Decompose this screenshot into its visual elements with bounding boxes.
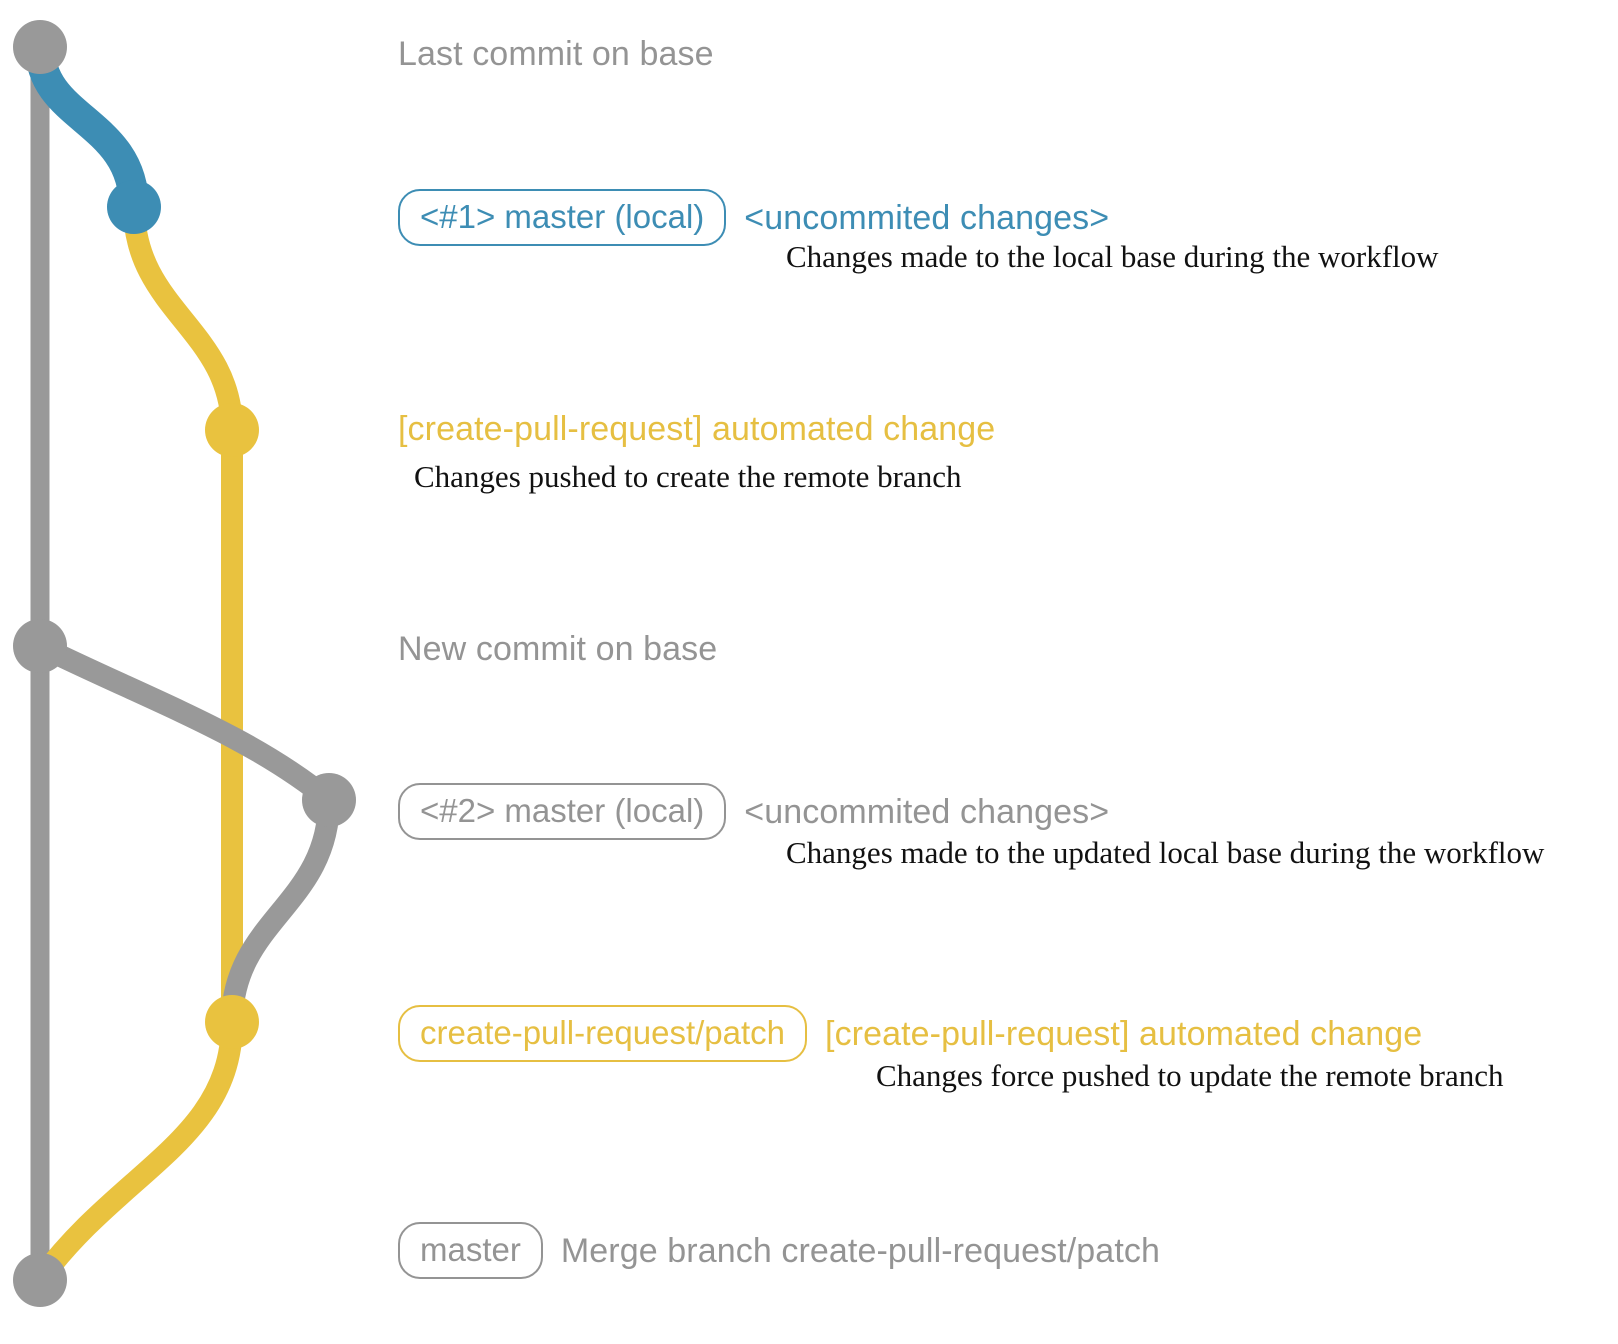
commit-description: Changes force pushed to update the remot… xyxy=(876,1058,1504,1093)
commit-node-local-1[interactable] xyxy=(107,180,161,234)
spacer xyxy=(726,811,744,812)
commit-description: Changes made to the local base during th… xyxy=(786,239,1439,274)
commit-title: [create-pull-request] automated change xyxy=(398,410,996,448)
commit-row-remote-1: [create-pull-request] automated change xyxy=(398,412,995,446)
branch-badge-master-local-1[interactable]: <#1> master (local) xyxy=(398,189,727,246)
commit-title: New commit on base xyxy=(398,630,718,668)
commit-description: Changes pushed to create the remote bran… xyxy=(414,459,962,494)
commit-row-remote-2: create-pull-request/patch [create-pull-r… xyxy=(398,1005,1422,1062)
commit-description: Changes made to the updated local base d… xyxy=(786,835,1545,870)
commit-node-base-last[interactable] xyxy=(13,20,67,74)
commit-title: <uncommited changes> xyxy=(744,198,1110,237)
spacer xyxy=(543,1250,561,1251)
commit-row-new-commit-on-base: New commit on base xyxy=(398,632,717,666)
commit-title: Merge branch create-pull-request/patch xyxy=(560,1231,1160,1270)
commit-row-local-1: <#1> master (local) <uncommited changes> xyxy=(398,189,1109,246)
branch-badge-master-local-2[interactable]: <#2> master (local) xyxy=(398,783,727,840)
commit-node-base-new[interactable] xyxy=(13,619,67,673)
edge-basenew-to-local2 xyxy=(29,635,340,811)
commit-row-local-2: <#2> master (local) <uncommited changes> xyxy=(398,783,1109,840)
edge-local1-to-remote1 xyxy=(123,196,243,441)
edge-local2-to-remote2 xyxy=(221,789,340,1033)
edge-base-to-local1 xyxy=(25,32,149,222)
commit-title: [create-pull-request] automated change xyxy=(825,1014,1423,1053)
commit-node-merge[interactable] xyxy=(13,1253,67,1307)
spacer xyxy=(807,1033,825,1034)
commit-row-last-commit-on-base: Last commit on base xyxy=(398,37,714,71)
commit-node-local-2[interactable] xyxy=(302,773,356,827)
commit-title: Last commit on base xyxy=(398,35,714,73)
edge-remote2-to-merge xyxy=(29,1011,243,1291)
commit-title: <uncommited changes> xyxy=(744,792,1110,831)
branch-badge-create-pull-request-patch[interactable]: create-pull-request/patch xyxy=(398,1005,808,1062)
commit-row-merge: master Merge branch create-pull-request/… xyxy=(398,1222,1160,1279)
commit-node-remote-2[interactable] xyxy=(205,995,259,1049)
commit-node-remote-1[interactable] xyxy=(205,403,259,457)
spacer xyxy=(726,217,744,218)
branch-badge-master[interactable]: master xyxy=(398,1222,543,1279)
